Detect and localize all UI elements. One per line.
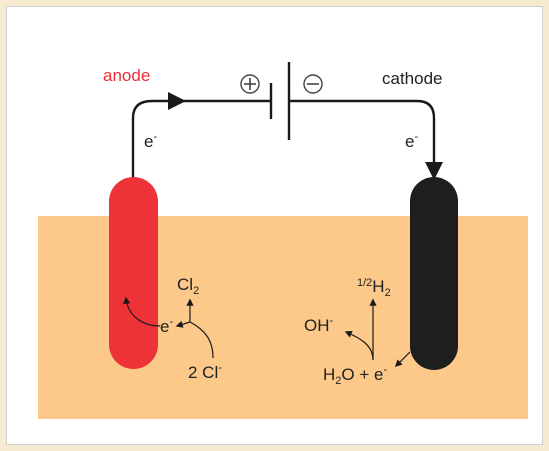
arrow-chloride-to-electron <box>175 320 191 328</box>
arrow-chloride-to-chlorine <box>186 298 214 359</box>
circuit-wire-right <box>289 99 436 165</box>
electron-label-anode: e- <box>144 131 157 151</box>
circuit-wire-left <box>131 99 270 178</box>
anode-electrode <box>109 177 158 369</box>
electron-flow-arrow-anode <box>168 92 186 110</box>
arrow-water-to-hydroxide <box>344 330 374 361</box>
water-reactant-label: H2O + e- <box>323 364 387 387</box>
chlorine-gas-label: Cl2 <box>177 275 199 297</box>
arrow-electron-to-anode-curve <box>122 296 161 327</box>
electron-label-anode-reaction: e- <box>160 316 173 336</box>
hydrogen-gas-label: 1/2H2 <box>357 277 391 299</box>
arrow-cathode-electron-source <box>394 351 411 368</box>
cathode-label: cathode <box>382 69 443 88</box>
electron-flow-arrow-cathode <box>425 162 443 180</box>
electron-label-cathode: e- <box>405 131 418 151</box>
anode-label: anode <box>103 66 150 85</box>
chloride-ions-label: 2 Cl- <box>188 362 222 382</box>
cathode-electrode <box>410 177 458 370</box>
hydroxide-label: OH- <box>304 315 334 335</box>
